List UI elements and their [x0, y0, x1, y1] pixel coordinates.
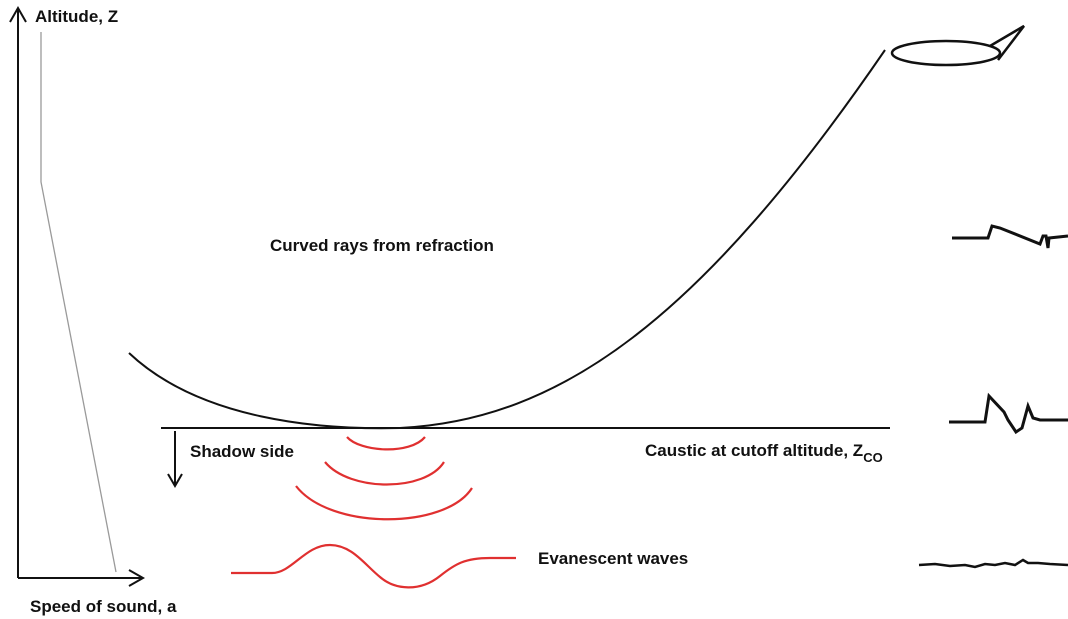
- sound-speed-profile: [40, 32, 117, 573]
- curved-rays-label: Curved rays from refraction: [270, 236, 494, 255]
- evanescent-waves-label: Evanescent waves: [538, 549, 689, 568]
- evanescent-arc-3: [295, 485, 473, 521]
- aircraft-tail-fin: [989, 24, 1025, 61]
- aircraft-fuselage: [890, 39, 1002, 67]
- shadow-side-label: Shadow side: [190, 442, 294, 461]
- x-axis-arrowhead: [128, 569, 146, 587]
- n-wave-signature: [952, 224, 1068, 249]
- y-axis-label: Altitude, Z: [35, 7, 119, 26]
- shadow-arrow: [167, 431, 183, 488]
- y-axis-arrowhead: [9, 5, 27, 23]
- aircraft-outline-icon: [890, 24, 1025, 67]
- focused-boom-signature: [949, 392, 1068, 435]
- curved-ray: [128, 49, 886, 430]
- evanescent-arcs: [295, 436, 473, 521]
- evanescent-arc-1: [346, 436, 426, 451]
- evanescent-noise-signature: [918, 558, 1068, 569]
- x-axis-label: Speed of sound, a: [30, 597, 177, 616]
- caustic-label: Caustic at cutoff altitude, ZCO: [645, 441, 883, 464]
- evanescent-arc-2: [324, 461, 445, 486]
- axes: [9, 5, 146, 587]
- caustic-label-main: Caustic at cutoff altitude, Z: [645, 441, 864, 460]
- caustic-label-subscript: CO: [863, 450, 883, 465]
- evanescent-wave: [231, 543, 516, 589]
